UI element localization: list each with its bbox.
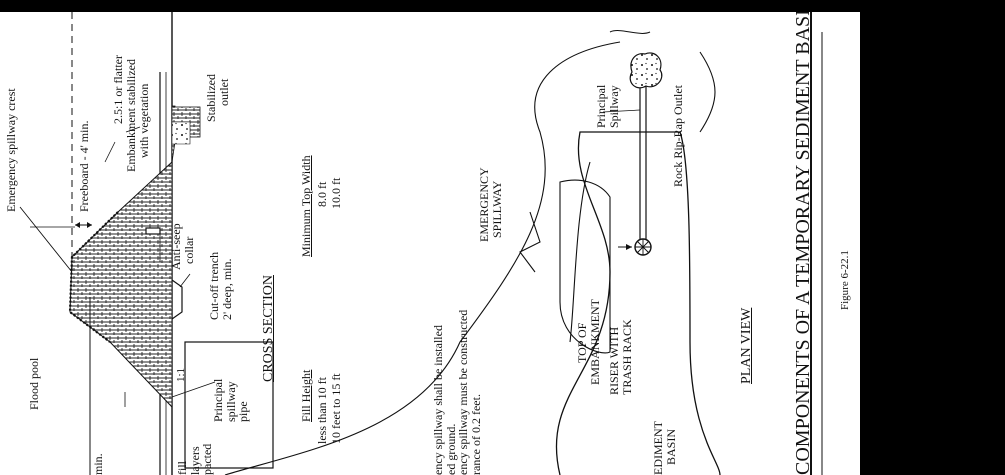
- label-min: min.: [91, 453, 105, 475]
- cs-leader-pipe: [171, 381, 216, 398]
- label-ratio: 1:1: [175, 367, 187, 382]
- cs-freeboard-arrow: [75, 222, 92, 228]
- pv-outer-contour: [224, 41, 621, 475]
- notes-text: ency spillway shall be installed ed grou…: [431, 309, 483, 475]
- label-principal-pipe: Principal spillway pipe: [211, 378, 251, 422]
- figure-number: Figure 6-22.1: [839, 250, 851, 310]
- pv-basin-edge: [569, 161, 591, 343]
- diagram-artwork: [19, 12, 823, 475]
- label-slope: 2.5:1 or flatter: [111, 55, 125, 124]
- plan-view-title: PLAN VIEW: [739, 307, 754, 384]
- label-principal-spillway: Principal Spillway: [594, 84, 621, 128]
- fill-table-border: [184, 341, 274, 469]
- label-emergency-spillway: EMERGENCY SPILLWAY: [477, 167, 504, 242]
- table-cell-fill-2: 10 feet to 15 ft: [329, 373, 343, 444]
- label-basin: EDIMENT BASIN: [651, 421, 678, 475]
- label-stabilized-outlet: Stabilized outlet: [204, 74, 231, 122]
- label-fill-layers: fill layers pacted: [175, 443, 215, 475]
- figure-sheet: Flood pool Emergency spillway crest Free…: [0, 12, 860, 475]
- pv-embankment-inner: [559, 179, 611, 354]
- main-title: COMPONENTS OF A TEMPORARY SEDIMENT BASIN: [792, 12, 814, 475]
- label-riser: RISER WITH TRASH RACK: [607, 319, 634, 395]
- cs-leader-slope: [125, 126, 141, 133]
- pv-riprap-edge: [699, 51, 716, 133]
- pv-riprap: [629, 52, 663, 89]
- cross-section-title: CROSS SECTION: [261, 275, 276, 382]
- label-cutoff: Cut-off trench 2' deep, min.: [207, 251, 234, 320]
- label-anti-seep: Anti-seep collar: [169, 223, 196, 270]
- table-cell-width-1: 8.0 ft: [315, 181, 329, 207]
- pv-leader-riser-arrow: [626, 244, 632, 250]
- table-cell-width-2: 10.0 ft: [329, 177, 343, 209]
- cs-outlet-stones: [171, 121, 191, 145]
- cs-leader-crest: [19, 206, 73, 273]
- pv-outlet-channel: [609, 30, 651, 34]
- cs-anti-seep-collar: [145, 227, 161, 235]
- table-cell-fill-1: less than 10 ft: [315, 377, 329, 444]
- label-embankment: Embankment stabilized with vegetation: [124, 59, 151, 172]
- label-riprap: Rock Rip-Rap Outlet: [671, 85, 685, 187]
- pv-leader-principal: [602, 109, 641, 113]
- label-top-of-embankment: TOP OF EMBANKMENT: [575, 299, 602, 385]
- cs-leader-cutoff: [179, 273, 191, 288]
- label-emergency-crest: Emergency spillway crest: [4, 88, 18, 212]
- table-header-top-width: Minimum Top Width: [299, 155, 313, 257]
- pv-top-of-embankment: [555, 131, 721, 475]
- label-flood-pool: Flood pool: [27, 357, 41, 410]
- cs-cutoff-trench: [171, 279, 183, 320]
- table-header-fill-height: Fill Height: [299, 369, 313, 422]
- label-freeboard: Freeboard - 4' min.: [77, 120, 91, 212]
- pv-riser-cross: [635, 239, 651, 255]
- pv-emergency-channel: [519, 211, 541, 273]
- cs-leader-embank: [104, 141, 116, 163]
